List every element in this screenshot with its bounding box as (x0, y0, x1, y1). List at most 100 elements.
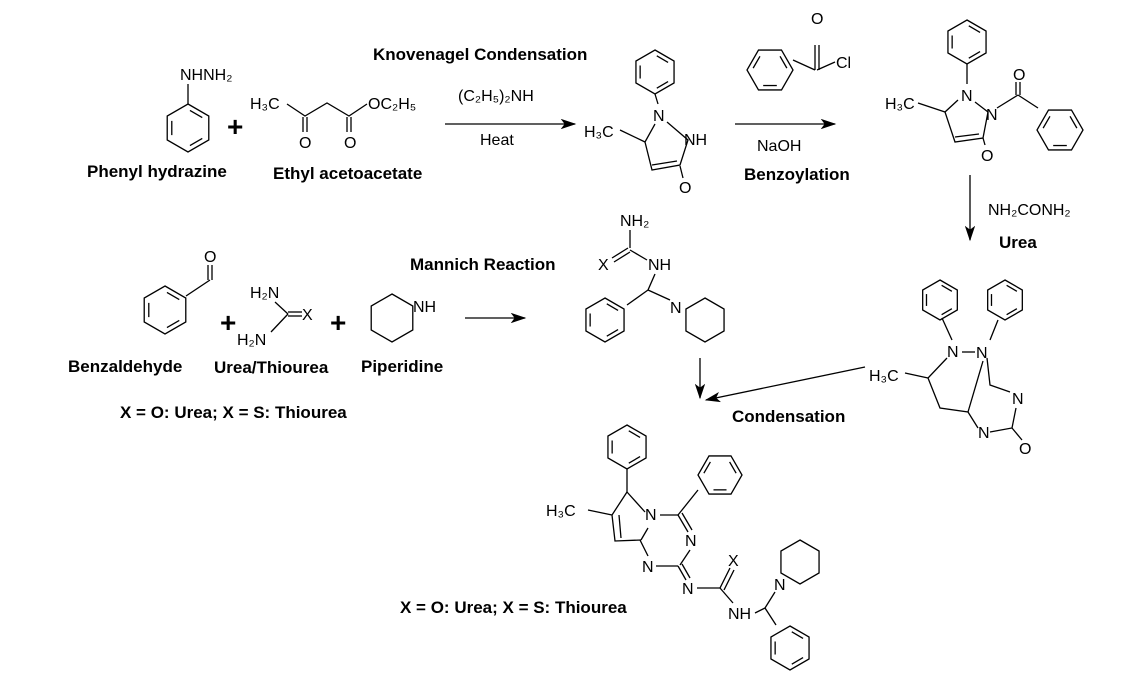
benzene-ring (607, 424, 647, 470)
double-bond (166, 319, 180, 329)
n-label: N (682, 581, 694, 598)
double-bond (1069, 116, 1078, 129)
double-bond (189, 109, 203, 119)
nh-label: NH (684, 132, 707, 149)
heat-condition: Heat (480, 132, 514, 149)
chlorine-label: Cl (836, 55, 851, 72)
benzene-ring (585, 297, 625, 343)
piperidine-label: Piperidine (361, 357, 443, 376)
methyl-label: H₃C (885, 96, 915, 113)
final-product: N H₃C N N N X NH N X = O: Urea; X = S: T… (400, 469, 786, 626)
benzene-ring (987, 279, 1023, 321)
amine-label: H₂N (250, 285, 279, 302)
amine-label: H₂N (237, 332, 266, 349)
double-bond (941, 284, 953, 292)
n-label: N (961, 88, 973, 105)
double-bond (656, 55, 669, 63)
double-bond (1042, 116, 1051, 129)
benzene-ring (947, 19, 987, 65)
double-bond (606, 303, 619, 311)
x-label: X (302, 307, 313, 324)
benzene-ring (635, 49, 675, 95)
urea-thiourea: H₂N H₂N X Urea/Thiourea (214, 285, 329, 377)
oxygen-label: O (981, 148, 993, 165)
benzene-ring (922, 279, 958, 321)
reaction-arrow (704, 366, 866, 403)
double-bond (606, 329, 619, 337)
piperidine-ring (780, 539, 820, 585)
condensation-title: Condensation (732, 407, 845, 426)
nh-label: NH (728, 606, 751, 623)
hydrazine-group: NHNH₂ (180, 67, 232, 84)
plus-sign: + (227, 111, 243, 142)
benzoyl-pyrazolone: N N O H₃C O (885, 64, 1039, 165)
benzene-ring (746, 49, 794, 91)
n-label: N (670, 300, 682, 317)
piperidine-ring (685, 297, 725, 343)
double-bond (791, 657, 804, 665)
plus-sign: + (330, 307, 346, 338)
n-label: N (947, 344, 959, 361)
ethyl-acetoacetate-label: Ethyl acetoacetate (273, 164, 422, 183)
methyl-label: H₃C (546, 503, 576, 520)
methyl-label: H₃C (250, 96, 280, 113)
oxygen-label: O (344, 135, 356, 152)
nh-label: NH (413, 299, 436, 316)
phenyl-hydrazine-label: Phenyl hydrazine (87, 162, 227, 181)
mannich-title: Mannich Reaction (410, 255, 555, 274)
oxygen-label: O (299, 135, 311, 152)
benzene-ring (770, 625, 810, 671)
double-bond (703, 461, 711, 474)
double-bond (628, 456, 641, 464)
double-bond (656, 81, 669, 89)
n-label: N (642, 559, 654, 576)
x-legend: X = O: Urea; X = S: Thiourea (400, 598, 627, 617)
double-bond (1006, 284, 1018, 292)
benzaldehyde-label: Benzaldehyde (68, 357, 182, 376)
n-label: N (645, 507, 657, 524)
diethylamine-reagent: (C₂H₅)₂NH (458, 88, 534, 105)
oxygen-label: O (1019, 441, 1031, 458)
mannich-product: NH₂ X NH N (598, 213, 682, 317)
phenyl-hydrazine: NHNH₂ Phenyl hydrazine (87, 67, 232, 181)
knovenagel-title: Knovenagel Condensation (373, 45, 587, 64)
oxygen-label: O (679, 180, 691, 197)
n-label: N (653, 108, 665, 125)
methyl-label: H₃C (869, 368, 899, 385)
benzene-ring (143, 285, 187, 335)
oxygen-label: O (1013, 67, 1025, 84)
plus-sign: + (220, 307, 236, 338)
benzoyl-chloride: O Cl (792, 11, 851, 72)
double-bond (752, 56, 761, 69)
n-label: N (976, 345, 988, 362)
naoh-condition: NaOH (757, 138, 801, 155)
benzene-ring (697, 455, 743, 495)
x-label: X (598, 257, 609, 274)
oxygen-label: O (204, 249, 216, 266)
urea-title: Urea (999, 233, 1037, 252)
ring-structures (143, 19, 1084, 671)
double-bond (968, 25, 981, 33)
amine-label: NH₂ (620, 213, 649, 230)
x-legend: X = O: Urea; X = S: Thiourea (120, 403, 347, 422)
oxygen-label: O (811, 11, 823, 28)
double-bond (779, 56, 788, 69)
piperidine: NH Piperidine (361, 299, 443, 376)
x-label: X (728, 553, 739, 570)
double-bond (628, 430, 641, 438)
n-label: N (774, 577, 786, 594)
benzaldehyde: O Benzaldehyde (68, 249, 216, 376)
ester-label: OC₂H₅ (368, 96, 416, 113)
benzoylation-title: Benzoylation (744, 165, 850, 184)
n-label: N (685, 533, 697, 550)
nh-label: NH (648, 257, 671, 274)
piperidine-ring (370, 293, 414, 343)
double-bond (941, 308, 953, 316)
urea-reagent: NH₂CONH₂ (988, 202, 1071, 219)
n-label: N (1012, 391, 1024, 408)
double-bond (968, 51, 981, 59)
pyrazolone: N NH O H₃C (584, 93, 707, 197)
double-bond (166, 291, 180, 301)
